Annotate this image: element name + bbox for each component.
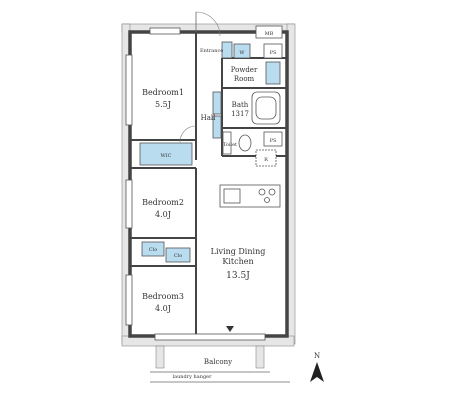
front-door-swing [195, 11, 221, 37]
stove-burner-3 [264, 197, 270, 203]
closet-1-label: Clo [149, 247, 157, 253]
stove-burner-1 [258, 188, 266, 196]
meter-box [255, 25, 283, 39]
hall-label: Hall [201, 114, 217, 122]
vanity-sink [265, 61, 281, 85]
walk-in-closet [139, 142, 193, 166]
entry-marker-icon [226, 326, 234, 332]
entrance-label: Entrance [200, 48, 223, 54]
balcony-label: Balcony [204, 358, 232, 366]
wic-label: WIC [161, 153, 172, 159]
bedroom1-door-swing [179, 125, 197, 143]
bedroom3-area: 4.0J [155, 304, 171, 313]
bedroom2-area: 4.0J [155, 210, 171, 219]
window-bed3-west [125, 274, 133, 326]
washer-space [233, 43, 251, 59]
bedroom2-label: Bedroom2 [142, 198, 184, 207]
compass-arrow-icon [310, 362, 324, 382]
laundry-hanger-label: laundry hanger [173, 374, 213, 380]
closet-1 [141, 241, 165, 257]
window-bed1-north [149, 27, 181, 35]
storage-1 [212, 91, 222, 115]
ps-label-1: PS [270, 50, 277, 56]
balcony-wall-left [155, 345, 165, 369]
bathtub-inner [255, 96, 277, 120]
ps-box-2 [263, 131, 283, 147]
bedroom1-label: Bedroom1 [142, 88, 184, 97]
storage-2 [212, 115, 222, 139]
bedroom1-area: 5.5J [155, 100, 171, 109]
w-label: W [239, 50, 245, 56]
balcony-wall-right [255, 345, 265, 369]
kitchen-sink [223, 188, 241, 204]
ldk-area: 13.5J [226, 271, 250, 281]
window-ldk-south [154, 333, 266, 341]
bath-label-2: 1317 [231, 110, 249, 118]
ldk-label-2: Kitchen [222, 257, 253, 266]
refrigerator-space [255, 149, 277, 167]
toilet-label: Toilet [223, 142, 237, 148]
stove-burner-2 [268, 188, 276, 196]
interior-walls [130, 32, 287, 336]
toilet-bowl [238, 134, 252, 152]
window-bed1-west [125, 54, 133, 126]
closet-2 [165, 247, 191, 263]
toilet-wall-box [222, 131, 232, 155]
closet-2-label: Clo [174, 253, 182, 259]
bath-label-1: Bath [232, 101, 249, 109]
powder-room-label-2: Room [234, 75, 255, 83]
powder-room-label-1: Powder [231, 66, 258, 74]
compass-n-label: N [314, 352, 320, 360]
shoes-box [221, 41, 233, 59]
ldk-label-1: Living Dining [211, 247, 266, 256]
ps-label-2: PS [270, 138, 277, 144]
bedroom3-label: Bedroom3 [142, 292, 184, 301]
windows [125, 27, 266, 341]
ps-box-1 [263, 43, 283, 59]
mb-label: MB [265, 31, 274, 37]
window-bed2-west [125, 179, 133, 229]
r-label: R [264, 157, 268, 163]
outer-wall [128, 30, 289, 338]
north-compass: N [310, 352, 324, 382]
